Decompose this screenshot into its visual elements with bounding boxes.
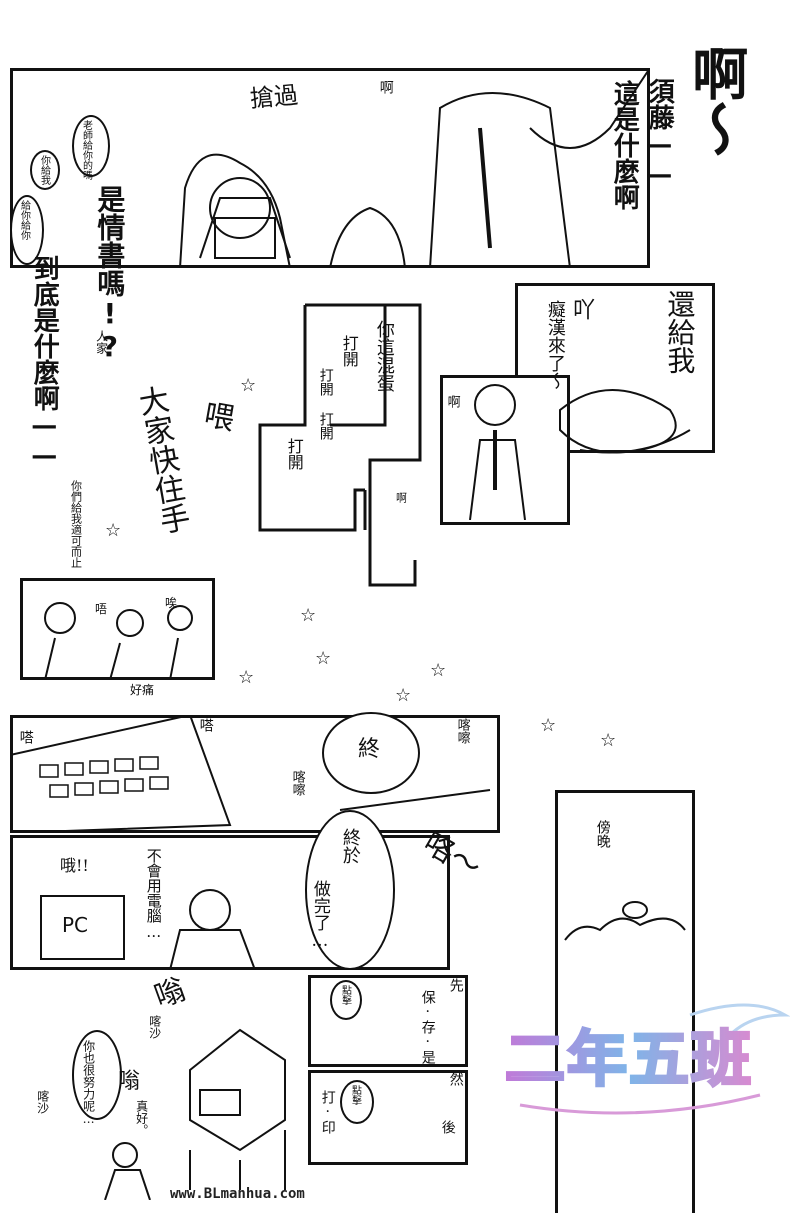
star-icon: ☆ <box>315 648 332 669</box>
side-small-2: 你給我 <box>38 155 50 185</box>
star-icon: ☆ <box>300 605 317 626</box>
side-bubble-3 <box>10 195 44 265</box>
line-give-back: 還給我 <box>663 290 697 374</box>
line-sudo: 須藤—— <box>644 78 675 190</box>
logo-lettering: 二年五班 <box>505 1025 753 1095</box>
keyboard-sketch <box>10 715 491 833</box>
printer-sketch <box>189 1028 286 1190</box>
sfx-ah-top: 啊 <box>377 80 394 94</box>
sfx-a-large: 啊〜 <box>682 45 748 157</box>
sfx-ta-1: 嗒 <box>17 730 34 744</box>
line-print: 打·印 <box>319 1090 336 1134</box>
line-what-is-it: 到底是什麼啊—— <box>29 255 60 471</box>
side-small-3: 給你給你 <box>18 200 30 240</box>
sfx-wo: 唔 <box>95 602 108 616</box>
star-icon: ☆ <box>240 375 257 396</box>
line-evening: 傍晚 <box>594 820 611 848</box>
footer-url: www.BLmanhua.com <box>170 1186 305 1202</box>
sfx-ta-2: 嗒 <box>197 718 214 732</box>
sfx-weng-2: 嗡 <box>118 1069 141 1094</box>
sfx-rustle: 喀沙 <box>147 1015 162 1039</box>
line-you-tried: 你也很努力呢… <box>81 1040 96 1126</box>
line-love-letter: 是情書嗎!? <box>93 185 127 363</box>
bubble-click-1 <box>330 980 362 1020</box>
star-icon: ☆ <box>238 667 255 688</box>
bubble-click-2 <box>340 1080 374 1124</box>
panel-top <box>10 68 650 268</box>
line-open-1: 打開 <box>339 335 359 367</box>
panel-middle-bottom <box>440 375 570 525</box>
label-pc: PC <box>62 913 89 937</box>
middle-panel-frames <box>258 303 422 587</box>
sfx-rustle-2: 喀沙 <box>35 1090 50 1114</box>
line-then: 然 <box>447 1072 464 1086</box>
sfx-ah-third: 啊 <box>444 395 460 408</box>
line-first: 先 <box>447 978 464 992</box>
crowd-sketch <box>44 602 193 680</box>
evening-sketch <box>564 901 686 941</box>
sfx-grab: 搶過 <box>248 80 300 114</box>
line-stop: 大家快住手 <box>130 383 192 537</box>
line-open-3: 打開 <box>284 438 304 470</box>
desk-sketch <box>169 889 256 970</box>
panel-keyboard <box>10 715 500 833</box>
bubble-try <box>72 1030 122 1120</box>
sfx-click-2: 點擊 <box>349 1085 361 1105</box>
line-fin-2: 終於 <box>339 828 361 864</box>
line-after: 後 <box>439 1120 456 1134</box>
sfx-weng: 嗡 <box>149 971 190 1016</box>
sfx-click-1: 點擊 <box>339 985 351 1005</box>
sfx-oops: 吖 <box>569 298 595 320</box>
star-icon: ☆ <box>540 715 557 736</box>
panel-evening <box>555 790 695 1213</box>
panel-print <box>308 1070 468 1165</box>
sfx-cha-2: 喀嚓 <box>289 770 305 796</box>
top-panel-sketch <box>179 68 650 268</box>
line-cant-use-pc: 不會用電腦… <box>144 848 163 941</box>
sfx-cha: 喀嚓 <box>454 718 470 744</box>
side-bubble-1 <box>72 115 110 177</box>
side-small-1: 老師給你的嗎 <box>80 120 92 180</box>
side-note: 你們給我適可而止 <box>69 480 83 568</box>
sfx-hou: 唉 <box>165 596 178 610</box>
line-pervert: 癡漢來了〜 <box>544 300 566 390</box>
sfx-hey: 喂 <box>196 397 236 433</box>
middle-right-sketch <box>469 384 691 520</box>
line-save: 保·存·是 <box>419 990 436 1064</box>
star-icon: ☆ <box>430 660 447 681</box>
bubble-fin-2 <box>305 810 395 970</box>
scanlation-logo: 二年五班 <box>490 995 791 1125</box>
line-kimura: 真好。 <box>134 1100 149 1136</box>
sfx-oh: 哦!! <box>60 856 89 875</box>
star-icon: ☆ <box>105 520 122 541</box>
person-sketch <box>104 1142 151 1200</box>
sfx-ah-middle: 啊 <box>394 492 408 503</box>
side-bubble-2 <box>30 150 60 190</box>
star-icon: ☆ <box>600 730 617 751</box>
bubble-fin-1 <box>322 712 420 794</box>
star-icon: ☆ <box>395 685 412 706</box>
line-what: 這是什麼啊 <box>609 80 640 210</box>
line-fin-1: 終 <box>358 737 381 762</box>
line-done: 做完了… <box>309 880 330 951</box>
pc-monitor <box>40 895 125 960</box>
sfx-bo: 好痛 <box>130 683 155 697</box>
sfx-side: 人家 <box>94 330 109 354</box>
line-you-jerk: 你這混蛋 <box>373 320 395 392</box>
line-open-2: 打開 打開 <box>317 368 334 440</box>
